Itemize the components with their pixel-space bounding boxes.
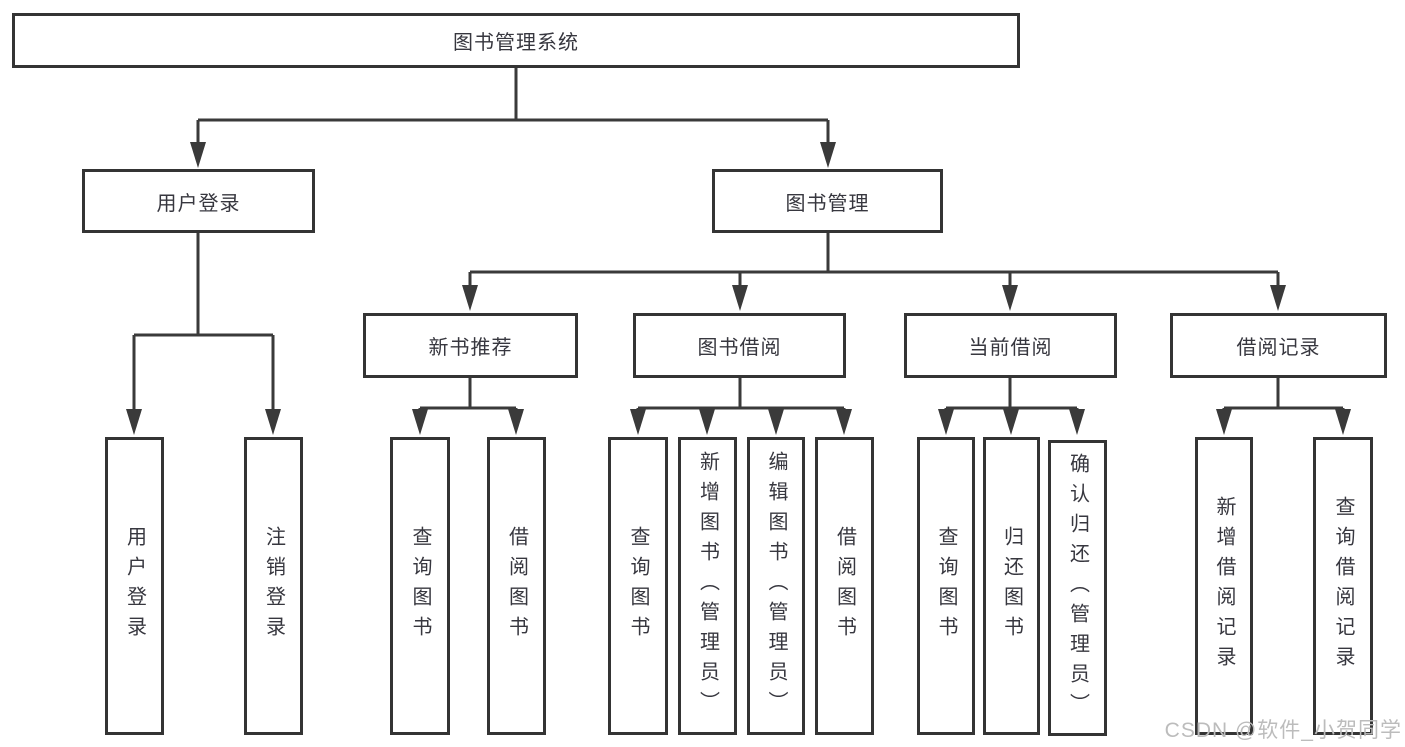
- leaf-borrow-books: 借阅图书: [815, 437, 874, 735]
- leaf-label: 查询图书: [409, 526, 431, 646]
- node-new-book-recommend: 新书推荐: [363, 313, 578, 378]
- leaf-query-books-recommend: 查询图书: [390, 437, 450, 735]
- node-label: 用户登录: [156, 192, 241, 215]
- leaf-return-books: 归还图书: [983, 437, 1040, 735]
- node-book-borrow: 图书借阅: [633, 313, 846, 378]
- leaf-query-borrow-record: 查询借阅记录: [1313, 437, 1373, 735]
- leaf-label: 新增图书（管理员）: [696, 451, 719, 721]
- leaf-query-books-borrow: 查询图书: [608, 437, 668, 735]
- leaf-user-login: 用户登录: [105, 437, 164, 735]
- leaf-label: 用户登录: [123, 526, 146, 646]
- leaf-add-books-admin: 新增图书（管理员）: [678, 437, 737, 735]
- leaf-query-books-current: 查询图书: [917, 437, 975, 735]
- leaf-label: 归还图书: [1000, 526, 1023, 646]
- node-label: 新书推荐: [428, 337, 513, 359]
- node-current-borrow: 当前借阅: [904, 313, 1117, 378]
- leaf-confirm-return-admin: 确认归还（管理员）: [1048, 440, 1107, 736]
- leaf-label: 借阅图书: [833, 526, 856, 646]
- node-book-management: 图书管理: [712, 169, 943, 233]
- node-library-management-system: 图书管理系统: [12, 13, 1020, 68]
- leaf-label: 编辑图书（管理员）: [765, 451, 787, 721]
- node-user-login: 用户登录: [82, 169, 315, 233]
- leaf-label: 查询图书: [627, 526, 649, 646]
- leaf-logout: 注销登录: [244, 437, 303, 735]
- leaf-label: 借阅图书: [505, 526, 528, 646]
- node-label: 图书管理: [785, 192, 870, 215]
- node-label: 借阅记录: [1236, 337, 1321, 359]
- leaf-borrow-books-recommend: 借阅图书: [487, 437, 546, 735]
- node-label: 图书管理系统: [453, 32, 579, 54]
- csdn-watermark: CSDN @软件_小贺同学: [1164, 719, 1402, 742]
- leaf-label: 确认归还（管理员）: [1066, 453, 1089, 723]
- leaf-edit-books-admin: 编辑图书（管理员）: [747, 437, 805, 735]
- node-borrow-records: 借阅记录: [1170, 313, 1387, 378]
- leaf-add-borrow-record: 新增借阅记录: [1195, 437, 1253, 735]
- leaf-label: 查询图书: [935, 526, 957, 646]
- node-label: 当前借阅: [968, 337, 1053, 359]
- node-label: 图书借阅: [697, 337, 782, 359]
- leaf-label: 注销登录: [262, 526, 285, 646]
- leaf-label: 查询借阅记录: [1332, 496, 1354, 676]
- leaf-label: 新增借阅记录: [1213, 496, 1235, 676]
